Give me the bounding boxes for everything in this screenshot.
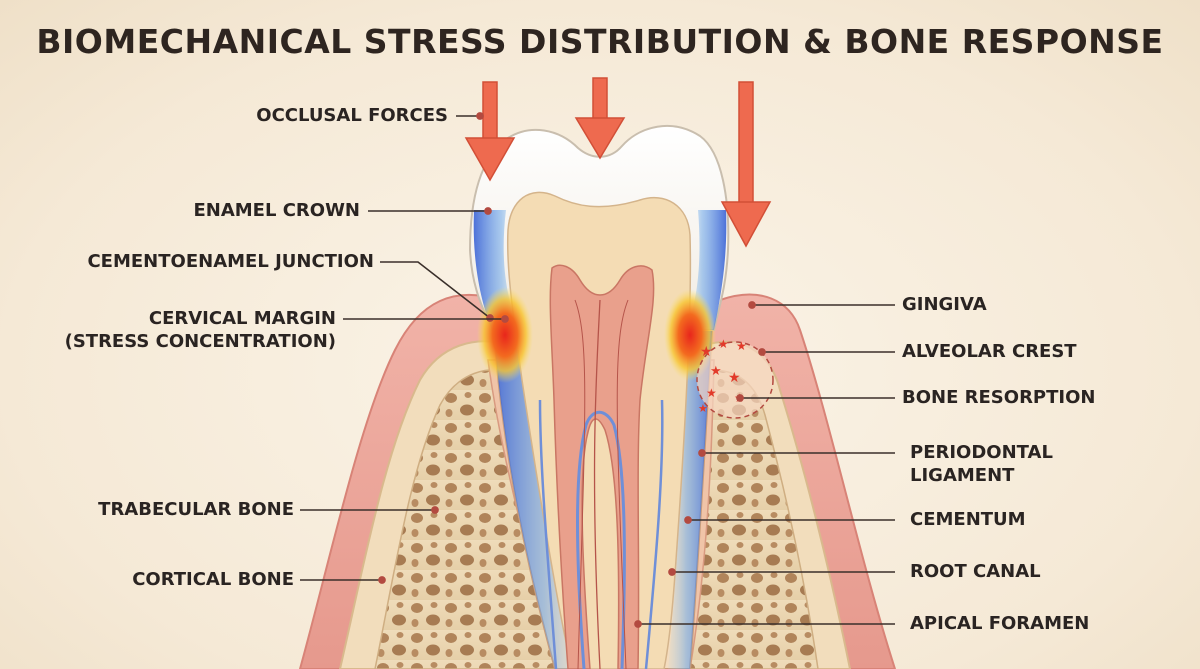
bone-resorption-zone: [696, 341, 774, 419]
label-pdl-line2: LIGAMENT: [910, 465, 1015, 486]
svg-text:★: ★: [710, 364, 722, 379]
stress-hotspot-right: [664, 289, 716, 381]
label-cementoenamel-junction: CEMENTOENAMEL JUNCTION: [87, 251, 374, 272]
label-root-canal: ROOT CANAL: [910, 561, 1041, 582]
label-pdl-line1: PERIODONTAL: [910, 442, 1053, 463]
svg-text:★: ★: [706, 386, 717, 400]
stress-hotspot-left: [477, 287, 533, 383]
diagram-title: BIOMECHANICAL STRESS DISTRIBUTION & BONE…: [36, 22, 1164, 61]
label-cementum: CEMENTUM: [910, 509, 1026, 530]
occlusal-force-arrows: [464, 77, 772, 248]
svg-text:★: ★: [698, 402, 708, 415]
pulp-shape: [549, 264, 655, 669]
label-apical-foramen: APICAL FORAMEN: [910, 613, 1090, 634]
label-gingiva: GINGIVA: [902, 294, 987, 315]
svg-text:★: ★: [728, 370, 741, 386]
svg-text:★: ★: [700, 344, 713, 360]
svg-text:★: ★: [736, 339, 747, 353]
label-alveolar-crest: ALVEOLAR CREST: [902, 341, 1077, 362]
label-periodontal-ligament: PERIODONTAL LIGAMENT: [910, 441, 1053, 487]
svg-text:★: ★: [718, 337, 729, 351]
label-bone-resorption: BONE RESORPTION: [902, 387, 1096, 408]
resorption-stars: ★ ★ ★ ★ ★ ★ ★ ★: [698, 337, 747, 415]
label-cervical-margin: CERVICAL MARGIN (STRESS CONCENTRATION): [65, 307, 336, 353]
label-occlusal-forces: OCCLUSAL FORCES: [256, 105, 448, 126]
label-enamel-crown: ENAMEL CROWN: [193, 200, 360, 221]
label-cortical-bone: CORTICAL BONE: [132, 569, 294, 590]
label-cervical-margin-line2: (STRESS CONCENTRATION): [64, 331, 336, 352]
label-cervical-margin-line1: CERVICAL MARGIN: [148, 308, 336, 329]
label-trabecular-bone: TRABECULAR BONE: [98, 499, 294, 520]
